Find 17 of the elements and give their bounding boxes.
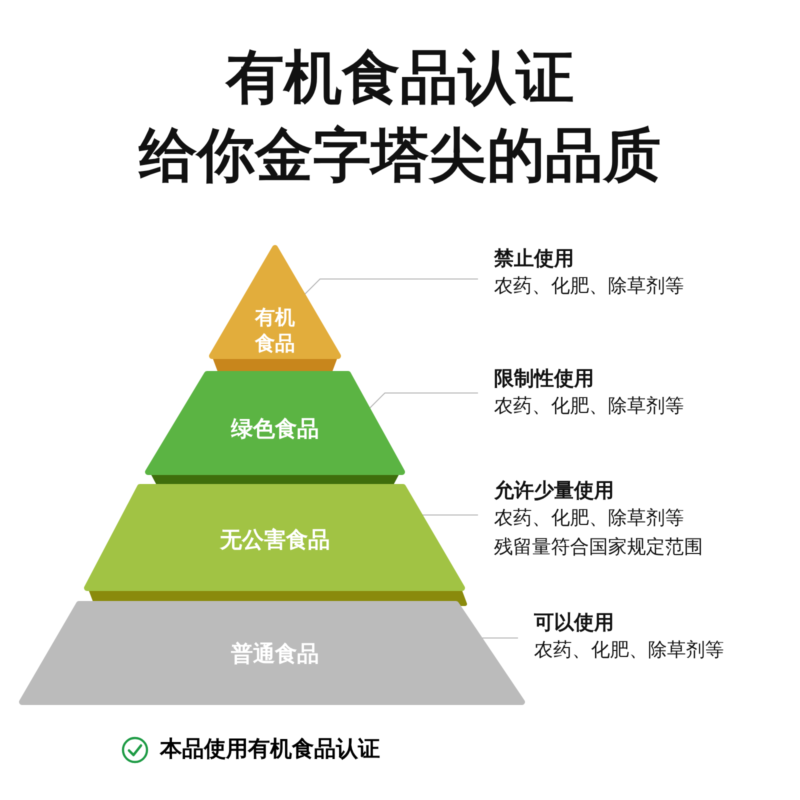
annotation-text: 农药、化肥、除草剂等: [494, 394, 684, 419]
tier-label: 无公害食品: [220, 528, 330, 554]
annotation-heading: 限制性使用: [494, 365, 595, 392]
annotation-text: 农药、化肥、除草剂等: [494, 274, 684, 299]
annotation-heading: 禁止使用: [494, 245, 575, 272]
note: 本品使用有机食品认证: [160, 736, 380, 764]
annotation-heading: 允许少量使用: [494, 477, 615, 504]
annotation-text: 农药、化肥、除草剂等: [534, 638, 724, 663]
tier-label: 有机食品: [254, 304, 296, 356]
annotation-heading: 可以使用: [534, 609, 615, 636]
tier-label: 绿色食品: [231, 417, 319, 443]
title: 有机食品认证给你金字塔尖的品质: [137, 42, 662, 191]
leader-line: [302, 278, 478, 296]
leader-line: [367, 392, 478, 410]
annotation-text: 农药、化肥、除草剂等: [494, 506, 685, 531]
annotation-text: 残留量符合国家规定范围: [494, 535, 703, 560]
tier-label: 普通食品: [231, 642, 319, 668]
